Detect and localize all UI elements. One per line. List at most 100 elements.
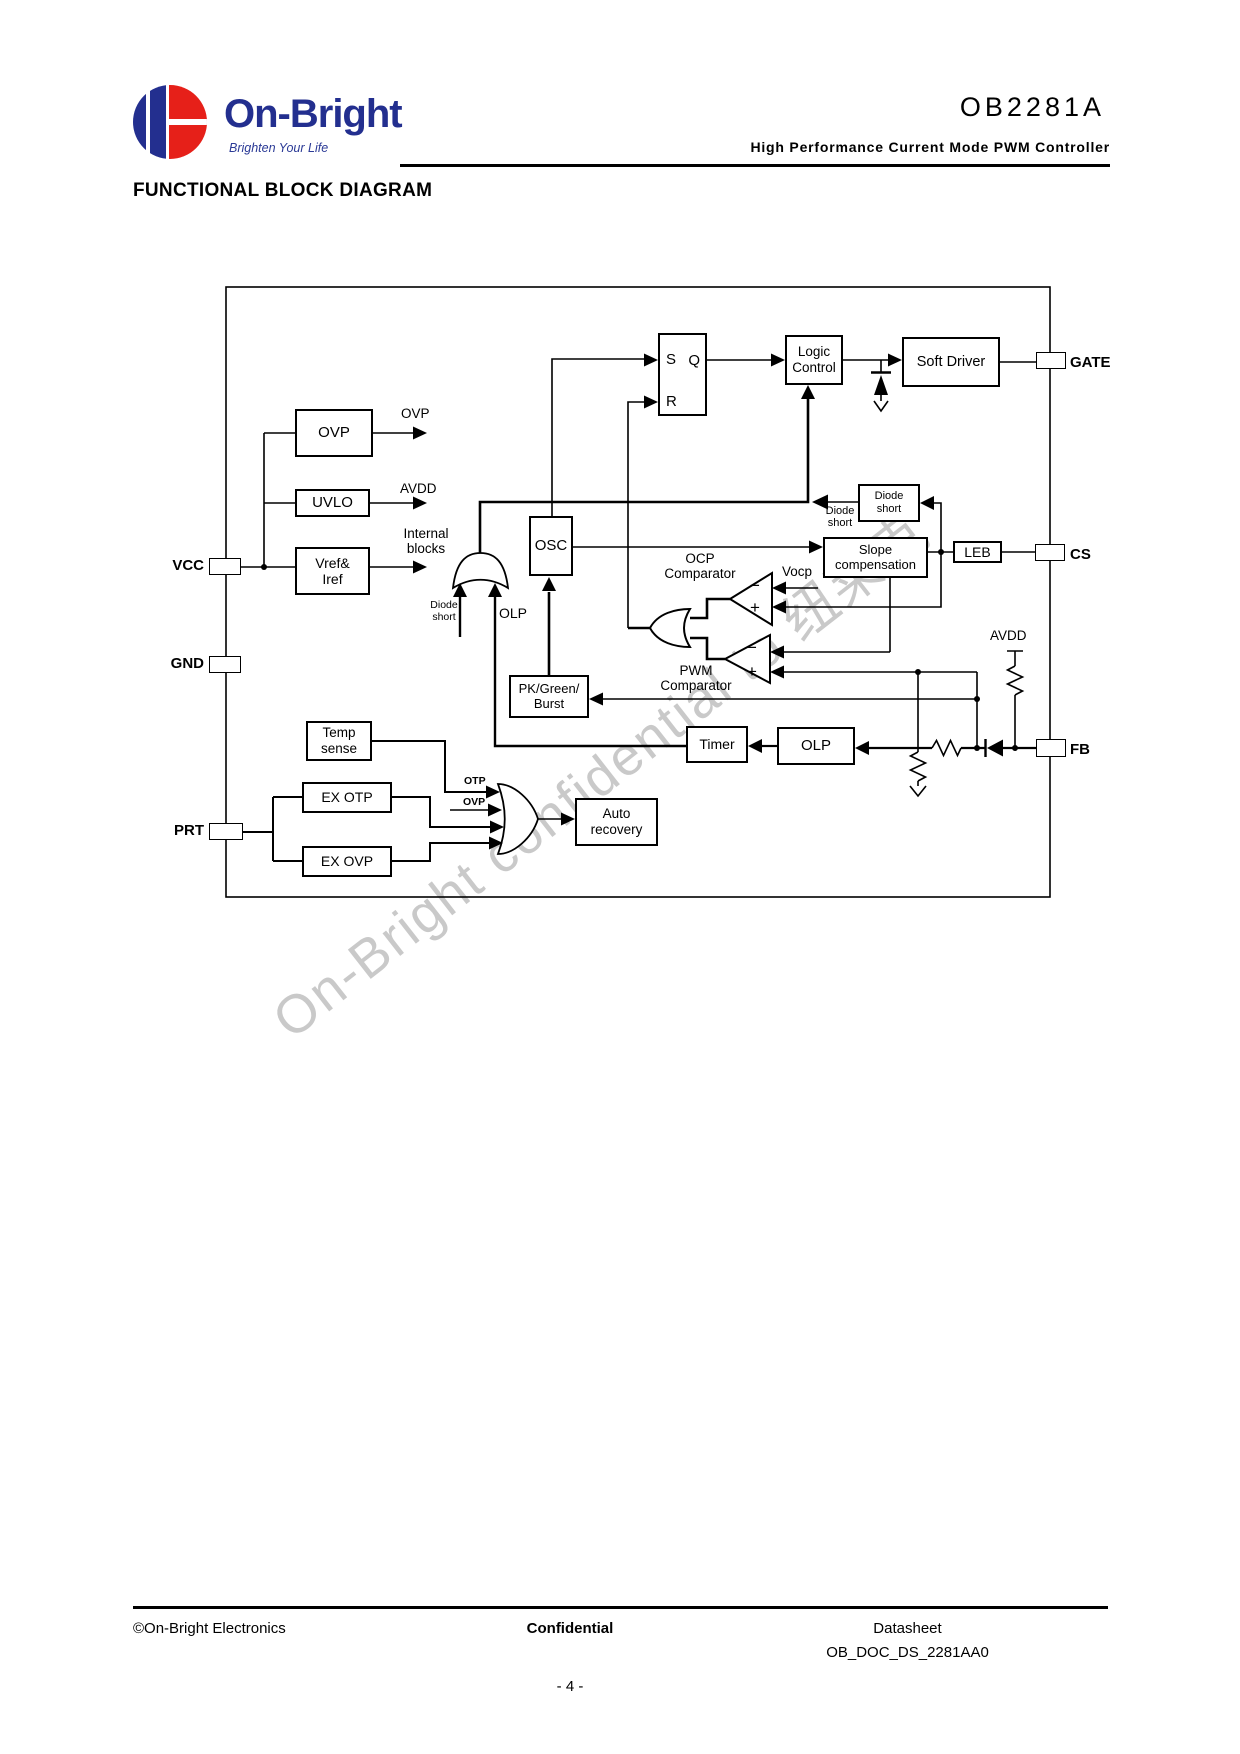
ground-arrow-divider: [909, 785, 927, 798]
diode-short-stub-label: Diode short: [426, 599, 462, 624]
soft-driver-block: Soft Driver: [902, 337, 1000, 387]
ovp-block: OVP: [295, 409, 373, 457]
sr-flipflop-block: S Q R: [658, 333, 707, 416]
ovp-signal-label: OVP: [401, 406, 430, 421]
soft-driver-label: Soft Driver: [916, 353, 986, 370]
olp-box-label: OLP: [800, 737, 831, 755]
pin-prt-label: PRT: [174, 822, 204, 839]
pin-gate: [1036, 352, 1066, 369]
pk-green-burst-block: PK/Green/ Burst: [509, 675, 589, 718]
ff-s-label: S: [666, 351, 677, 368]
temp-line2: sense: [320, 741, 358, 756]
pin-gnd-label: GND: [170, 655, 204, 672]
diode-short-cs-line1: Diode: [825, 505, 855, 517]
ocp-plus-sign: +: [750, 598, 760, 617]
auto-line1: Auto: [602, 806, 631, 822]
timer-block: Timer: [686, 726, 748, 763]
footer-page-number: - 4 -: [556, 1678, 584, 1695]
pwm-plus-sign: +: [747, 662, 757, 681]
auto-recovery-block: Auto recovery: [575, 798, 658, 846]
pwm-label-line2: Comparator: [660, 678, 732, 694]
diode-short-line2: short: [876, 503, 902, 515]
resistor-divider: [908, 751, 928, 782]
resistor-fb-series: [931, 738, 962, 758]
ocp-label-line2: Comparator: [664, 566, 736, 582]
header-subtitle: High Performance Current Mode PWM Contro…: [750, 139, 1110, 155]
auto-line2: recovery: [590, 822, 643, 837]
pin-vcc-label: VCC: [172, 557, 204, 574]
temp-line1: Temp: [322, 725, 356, 741]
uvlo-label: UVLO: [312, 494, 353, 512]
logo-blue-bar: [150, 85, 166, 159]
ex-otp-block: EX OTP: [302, 782, 392, 813]
part-number: OB2281A: [959, 92, 1105, 122]
pin-gate-label: GATE: [1070, 354, 1111, 371]
pk-line2: Burst: [533, 695, 565, 711]
onbright-logo-icon: [133, 85, 207, 159]
avdd-signal-label: AVDD: [400, 481, 437, 496]
ex-otp-label: EX OTP: [321, 789, 373, 806]
temp-sense-block: Temp sense: [306, 721, 372, 761]
olp-block: OLP: [777, 727, 855, 765]
slope-line2: compensation: [835, 556, 916, 572]
diode-driver-clamp: [874, 375, 888, 395]
avdd-fb-label: AVDD: [990, 628, 1027, 643]
pk-line1: PK/Green/: [518, 680, 580, 696]
footer-copyright: ©On-Bright Electronics: [133, 1620, 286, 1637]
slope-compensation-block: Slope compensation: [823, 537, 928, 578]
logic-control-line1: Logic: [797, 344, 831, 360]
logo-white-slit: [169, 119, 207, 125]
header-rule: [400, 164, 1110, 167]
ff-q-label: Q: [688, 352, 700, 369]
ex-ovp-label: EX OVP: [320, 853, 374, 870]
pin-fb-label: FB: [1070, 741, 1090, 758]
internal-line1: Internal: [403, 526, 449, 541]
logo-tagline: Brighten Your Life: [229, 141, 329, 155]
internal-line2: blocks: [406, 541, 446, 557]
pin-fb: [1036, 739, 1066, 757]
footer-rule: [133, 1606, 1108, 1609]
diode-short-line1: Diode: [874, 490, 904, 503]
internal-blocks-label: Internal blocks: [394, 526, 458, 556]
footer-doc-block: Datasheet OB_DOC_DS_2281AA0: [800, 1620, 1015, 1661]
logic-control-line2: Control: [792, 360, 836, 375]
resistor-avdd-pullup: [1005, 665, 1025, 696]
pin-vcc: [209, 558, 241, 575]
ocp-label-line1: OCP: [685, 551, 715, 566]
ground-arrow-driver: [873, 400, 889, 413]
logic-control-block: Logic Control: [785, 335, 843, 385]
diode-short-arrow-label: Diode short: [818, 505, 862, 530]
pin-prt: [209, 823, 243, 840]
slope-line1: Slope: [858, 542, 893, 558]
ocp-comparator-label: OCP Comparator: [652, 551, 748, 581]
leb-label: LEB: [964, 543, 991, 560]
footer-doc-id: OB_DOC_DS_2281AA0: [826, 1644, 989, 1661]
logo-blue-crescent: [133, 85, 147, 159]
footer-doc-type: Datasheet: [873, 1620, 942, 1637]
pin-gnd: [209, 656, 241, 673]
otp-signal-label: OTP: [464, 775, 486, 787]
vref-iref-block: Vref& Iref: [295, 547, 370, 595]
ovp-label: OVP: [318, 424, 350, 442]
olp-signal-label: OLP: [499, 605, 528, 621]
diode-fb: [987, 739, 1003, 757]
vref-line2: Iref: [322, 571, 343, 587]
or-gate-comparators: [648, 607, 692, 649]
logo-wordmark: On-Bright: [224, 92, 403, 136]
pwm-minus-sign: −: [747, 638, 757, 657]
osc-block: OSC: [529, 516, 573, 576]
ocp-minus-sign: −: [750, 576, 760, 595]
diode-short-stub-line1: Diode: [430, 599, 458, 611]
diode-short-block: Diode short: [858, 484, 920, 522]
page-title: FUNCTIONAL BLOCK DIAGRAM: [133, 180, 433, 201]
vref-line1: Vref&: [315, 554, 350, 571]
pwm-label-line1: PWM: [679, 663, 713, 678]
diode-short-cs-line2: short: [827, 517, 853, 530]
diode-short-stub-line2: short: [432, 610, 456, 623]
pwm-comparator-label: PWM Comparator: [648, 663, 744, 693]
vocp-label: Vocp: [782, 564, 813, 579]
osc-label: OSC: [534, 537, 568, 555]
ex-ovp-block: EX OVP: [302, 846, 392, 877]
